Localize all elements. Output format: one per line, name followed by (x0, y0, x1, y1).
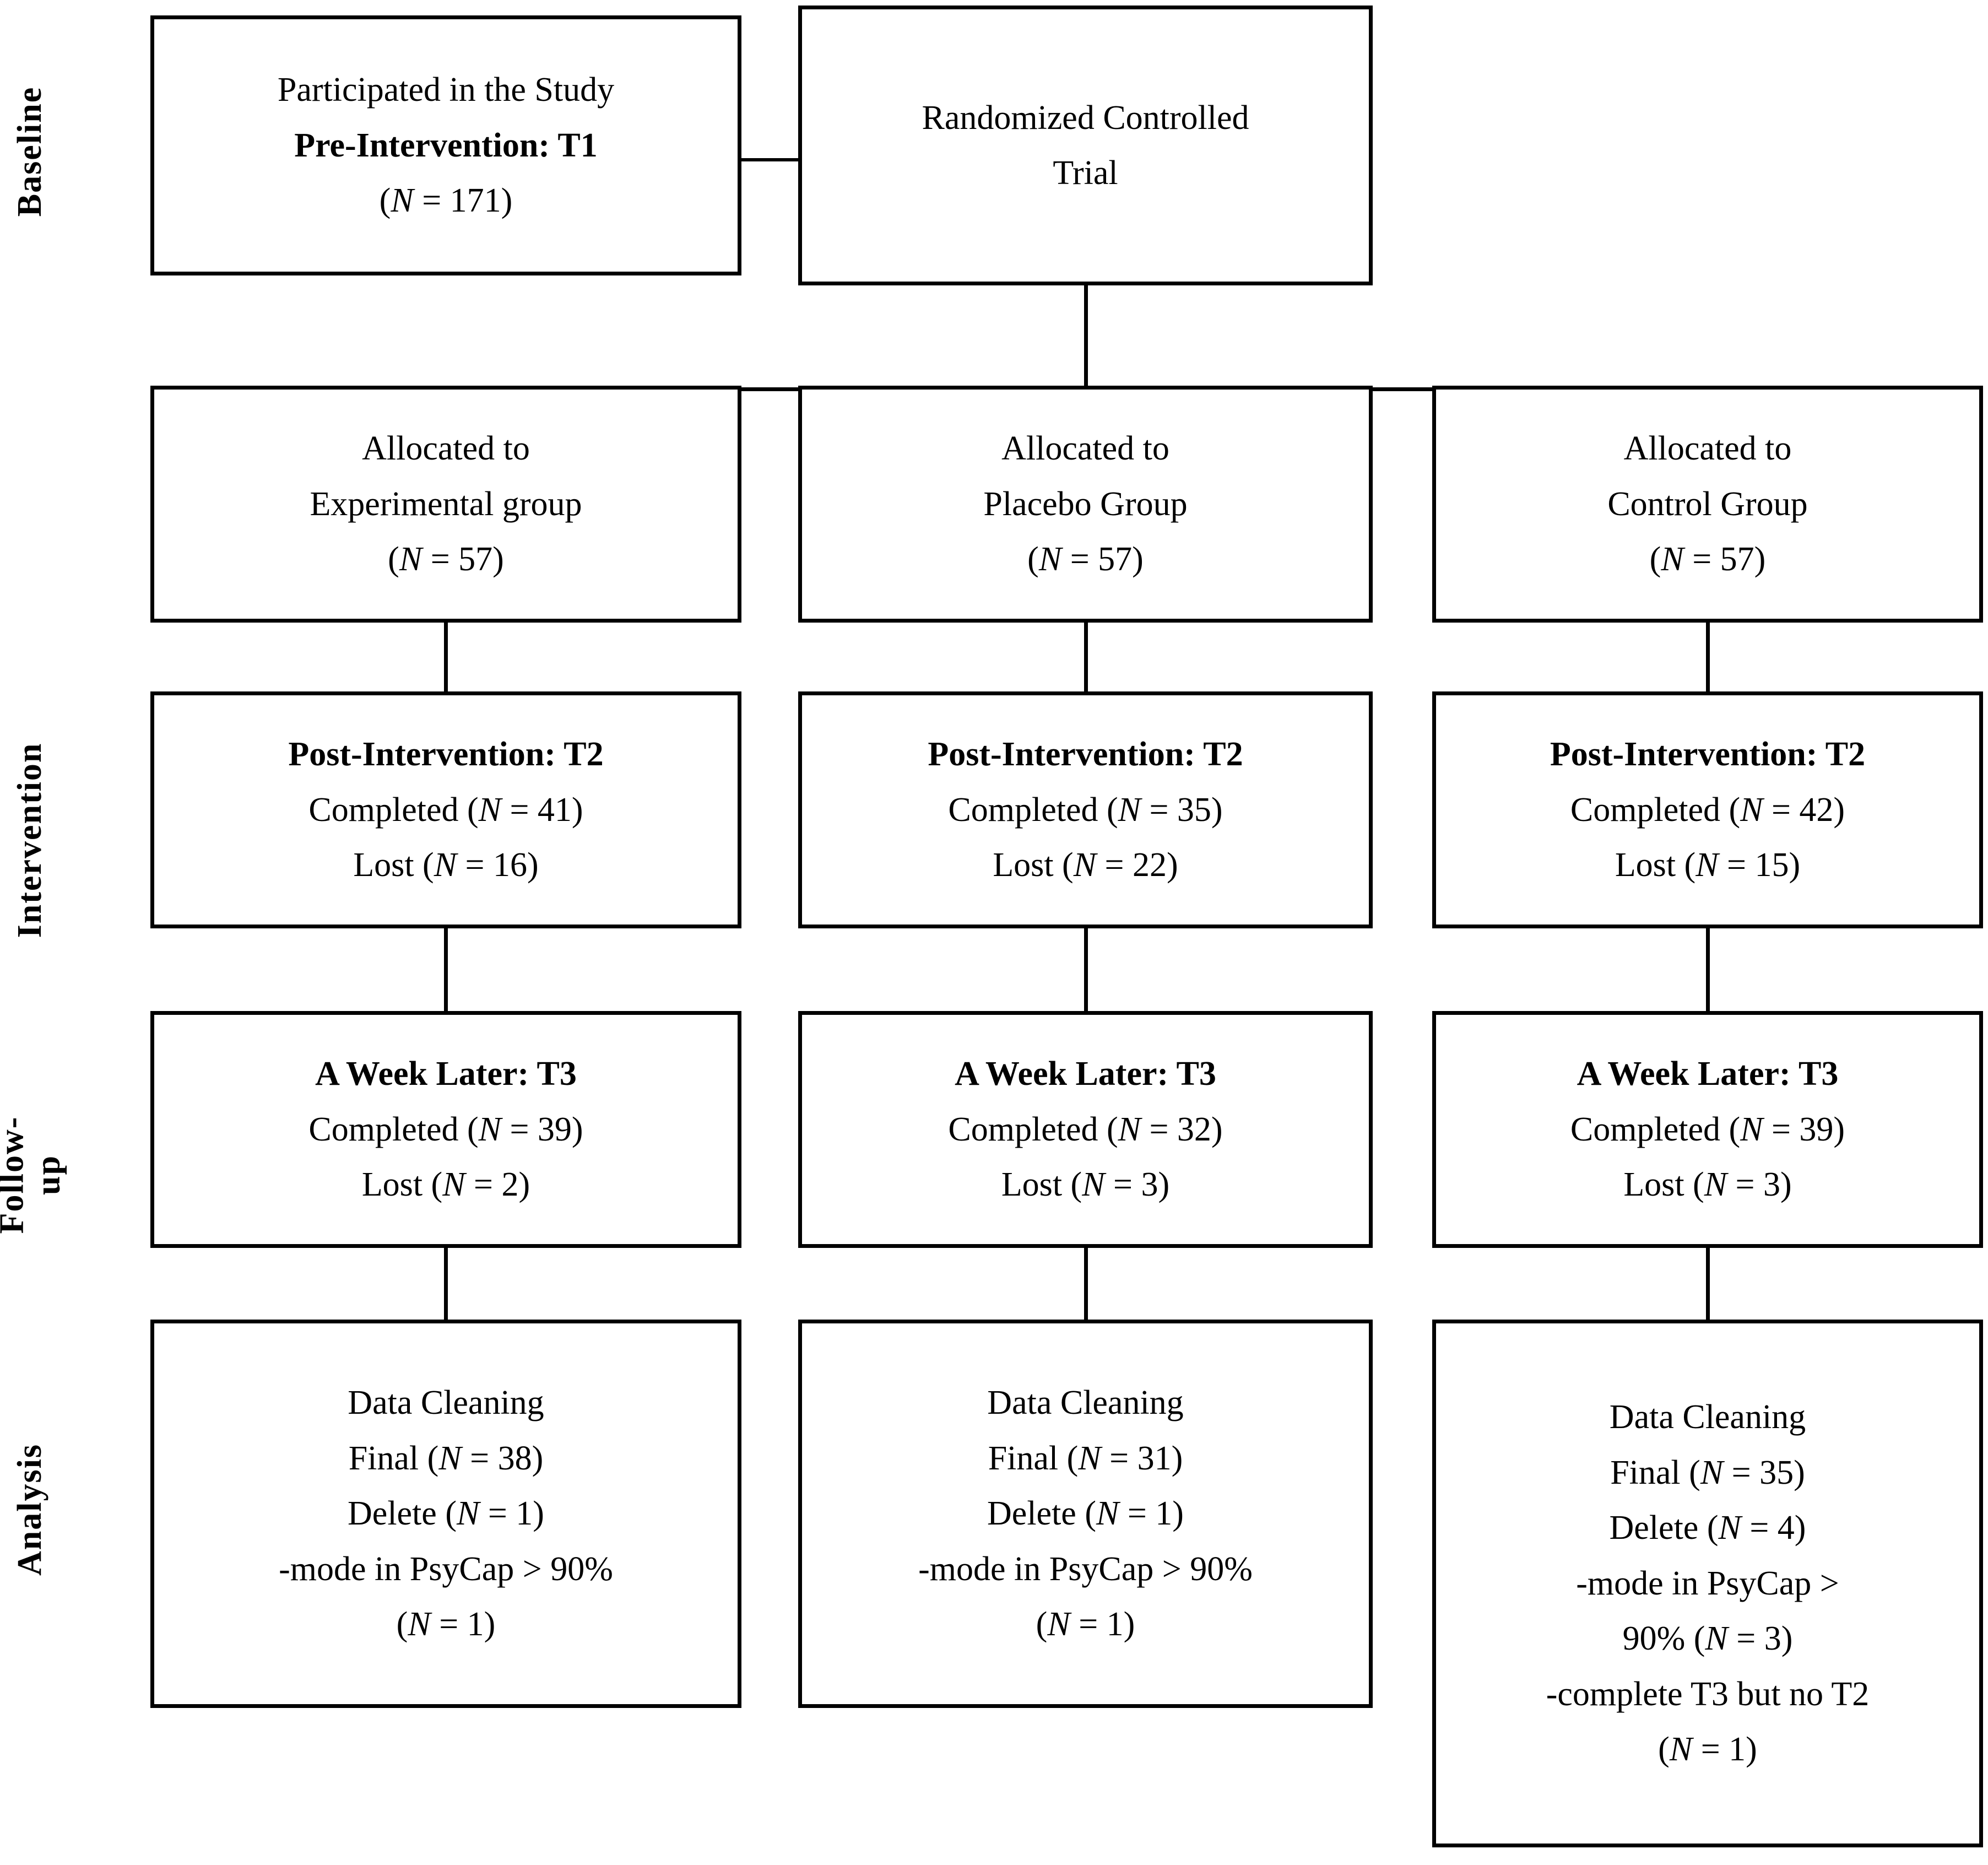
connector-t3-to-analysis-experimental (444, 1248, 448, 1322)
box-line: Completed (N = 32) (948, 1110, 1223, 1148)
box-line: -mode in PsyCap > 90% (918, 1550, 1253, 1588)
box-line: Placebo Group (983, 485, 1188, 523)
box-line: Completed (N = 35) (948, 791, 1223, 829)
connector-t2-to-t3-experimental (444, 928, 448, 1011)
box-line: Data Cleaning (348, 1384, 544, 1422)
box-line: -mode in PsyCap > 90% (279, 1550, 613, 1588)
connector-t3-to-analysis-control (1706, 1248, 1710, 1322)
box-line: (N = 1) (1036, 1605, 1135, 1644)
baseline-participants-box: Participated in the Study Pre-Interventi… (150, 15, 741, 275)
box-line: Participated in the Study (277, 71, 615, 109)
box-line: Delete (N = 1) (348, 1495, 544, 1533)
box-line: Trial (1053, 154, 1118, 192)
box-line: Delete (N = 4) (1609, 1509, 1806, 1547)
allocation-box-control: Allocated to Control Group (N = 57) (1432, 386, 1983, 623)
box-line: Lost (N = 3) (1623, 1166, 1792, 1204)
box-line: A Week Later: T3 (1577, 1055, 1839, 1093)
box-line: Delete (N = 1) (987, 1495, 1184, 1533)
box-line: Lost (N = 3) (1001, 1166, 1170, 1204)
box-line: Completed (N = 41) (308, 791, 583, 829)
box-line: Data Cleaning (987, 1384, 1184, 1422)
box-line: Allocated to (1623, 430, 1792, 468)
box-line: 90% (N = 3) (1622, 1620, 1793, 1658)
stage-label-intervention: Intervention (11, 742, 49, 938)
box-line: (N = 57) (388, 540, 504, 579)
box-line: (N = 57) (1027, 540, 1144, 579)
box-line: Completed (N = 39) (1570, 1110, 1845, 1148)
box-line: A Week Later: T3 (955, 1055, 1216, 1093)
box-line: Final (N = 38) (348, 1439, 544, 1477)
post-intervention-box-control: Post-Intervention: T2 Completed (N = 42)… (1432, 691, 1983, 928)
post-intervention-box-placebo: Post-Intervention: T2 Completed (N = 35)… (798, 691, 1373, 928)
box-line: (N = 1) (396, 1605, 496, 1644)
connector-t2-to-t3-control (1706, 928, 1710, 1011)
box-line: Lost (N = 22) (993, 846, 1178, 884)
allocation-box-placebo: Allocated to Placebo Group (N = 57) (798, 386, 1373, 623)
stage-label-analysis: Analysis (11, 1444, 49, 1576)
stage-label-baseline: Baseline (11, 86, 49, 217)
box-line: Lost (N = 16) (353, 846, 539, 884)
box-line: Lost (N = 2) (361, 1166, 530, 1204)
box-line: Randomized Controlled (922, 99, 1249, 137)
randomization-box: Randomized Controlled Trial (798, 6, 1373, 285)
connector-allocation-to-t2-experimental (444, 623, 448, 694)
box-line: (N = 57) (1649, 540, 1766, 579)
box-line: Post-Intervention: T2 (1550, 736, 1866, 774)
box-line: Allocated to (1001, 430, 1169, 468)
analysis-box-placebo: Data Cleaning Final (N = 31) Delete (N =… (798, 1320, 1373, 1708)
analysis-box-experimental: Data Cleaning Final (N = 38) Delete (N =… (150, 1320, 741, 1708)
box-line: Completed (N = 39) (308, 1110, 583, 1148)
box-line: Post-Intervention: T2 (928, 736, 1243, 774)
box-line: Post-Intervention: T2 (288, 736, 604, 774)
follow-up-box-experimental: A Week Later: T3 Completed (N = 39) Lost… (150, 1011, 741, 1248)
follow-up-box-placebo: A Week Later: T3 Completed (N = 32) Lost… (798, 1011, 1373, 1248)
connector-allocation-to-t2-placebo (1084, 623, 1088, 694)
allocation-box-experimental: Allocated to Experimental group (N = 57) (150, 386, 741, 623)
box-line: Completed (N = 42) (1570, 791, 1845, 829)
box-line: Allocated to (362, 430, 530, 468)
box-line: Experimental group (310, 485, 582, 523)
connector-t3-to-analysis-placebo (1084, 1248, 1088, 1322)
box-line: Data Cleaning (1609, 1398, 1806, 1436)
box-line: A Week Later: T3 (315, 1055, 577, 1093)
connector-t2-to-t3-placebo (1084, 928, 1088, 1011)
analysis-box-control: Data Cleaning Final (N = 35) Delete (N =… (1432, 1320, 1983, 1847)
box-line: Lost (N = 15) (1615, 846, 1801, 884)
follow-up-box-control: A Week Later: T3 Completed (N = 39) Lost… (1432, 1011, 1983, 1248)
post-intervention-box-experimental: Post-Intervention: T2 Completed (N = 41)… (150, 691, 741, 928)
box-line: Pre-Intervention: T1 (294, 126, 598, 164)
box-line: Final (N = 35) (1610, 1453, 1805, 1491)
box-line: -complete T3 but no T2 (1546, 1675, 1870, 1713)
connector-rct-stem (1084, 285, 1088, 390)
box-line: (N = 1) (1658, 1731, 1757, 1769)
box-line: -mode in PsyCap > (1576, 1564, 1839, 1602)
box-line: Final (N = 31) (988, 1439, 1183, 1477)
stage-label-follow-up: Follow- up (0, 1116, 67, 1234)
box-line: Control Group (1607, 485, 1808, 523)
connector-allocation-to-t2-control (1706, 623, 1710, 694)
connector-t1-to-rct (741, 158, 799, 161)
box-line: (N = 171) (379, 182, 513, 220)
